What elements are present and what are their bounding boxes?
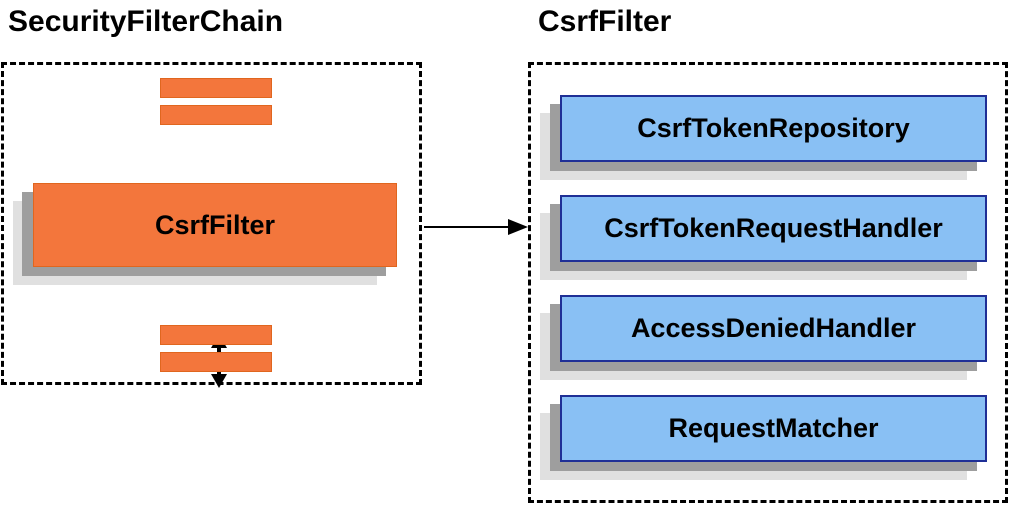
- csrf-filter-node-label: CsrfFilter: [154, 209, 276, 240]
- connector-arrowhead-right-icon: [508, 219, 528, 235]
- filter-placeholder-bar: [160, 325, 272, 345]
- component-label: CsrfTokenRequestHandler: [604, 213, 943, 243]
- security-filter-chain-box: CsrfFilter: [1, 62, 422, 388]
- arrowhead-down-icon: [211, 374, 227, 388]
- component-label: AccessDeniedHandler: [630, 313, 917, 343]
- component-box: AccessDeniedHandler: [560, 295, 987, 362]
- component-box: CsrfTokenRepository: [560, 95, 987, 162]
- filter-placeholder-bar: [160, 352, 272, 372]
- csrf-filter-node: CsrfFilter: [33, 183, 397, 267]
- right-panel-title: CsrfFilter: [538, 5, 672, 38]
- component-box: RequestMatcher: [560, 395, 987, 462]
- component-label: RequestMatcher: [668, 413, 879, 443]
- component-box: CsrfTokenRequestHandler: [560, 195, 987, 262]
- filter-placeholder-bar: [160, 78, 272, 98]
- filter-placeholder-bar: [160, 105, 272, 125]
- component-label: CsrfTokenRepository: [637, 113, 910, 143]
- left-panel-title: SecurityFilterChain: [8, 5, 284, 38]
- connector-arrow-shaft: [424, 226, 510, 228]
